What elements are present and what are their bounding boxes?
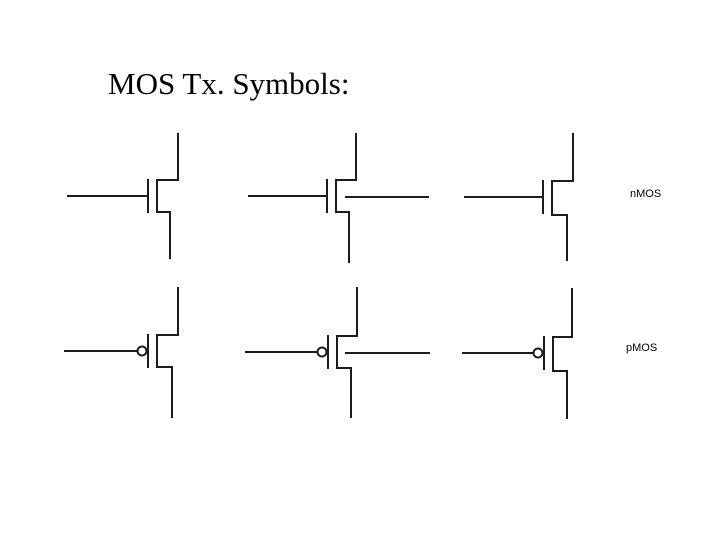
gate-bubble-icon [316,346,328,358]
pmos-simple-symbol [64,287,179,418]
drain-lead [336,367,352,418]
source-lead [156,211,171,259]
nmos-source-arrow-symbol [464,133,574,261]
slide-title: MOS Tx. Symbols: [108,66,350,101]
gate-bubble-icon [136,345,148,357]
source-lead [552,288,573,338]
gate-bubble-icon [532,347,544,359]
nmos-body-arrow-symbol [248,133,429,263]
pmos-source-arrow-symbol [462,288,573,419]
nmos-simple-symbol [67,133,179,259]
nmos-row-label: nMOS [630,188,662,200]
drain-lead [551,133,574,182]
source-lead [156,287,179,336]
drain-lead [335,133,357,181]
drain-lead [156,366,173,418]
drain-lead [552,370,568,419]
pmos-row-label: pMOS [626,342,658,354]
source-lead [335,211,350,263]
source-lead [551,214,568,261]
source-lead [336,287,358,337]
drain-lead [156,133,179,181]
pmos-body-arrow-symbol [245,287,430,418]
